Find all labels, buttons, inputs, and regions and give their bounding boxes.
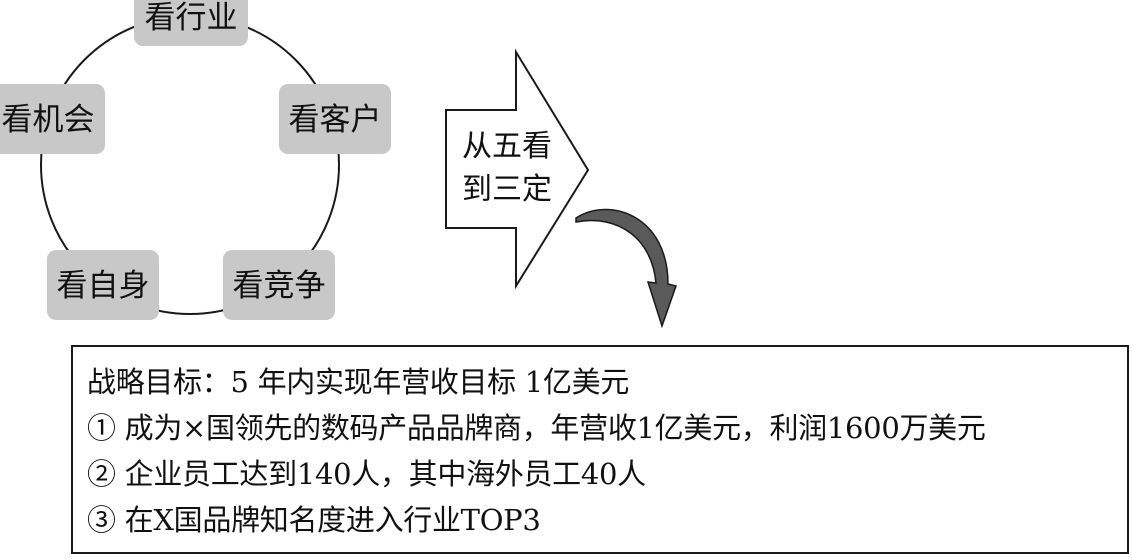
cycle-node-self-label: 看自身 [57,268,150,304]
strategic-goal-item-3: ③ 在X国品牌知名度进入行业TOP3 [87,503,541,537]
strategic-goal-title: 战略目标：5 年内实现年营收目标 1亿美元 [87,365,630,399]
curved-arrow-shape [575,208,677,329]
transition-arrow-shape [445,48,590,290]
cycle-node-customer-label: 看客户 [289,102,382,138]
cycle-node-industry-label: 看行业 [145,0,238,36]
cycle-node-self-box [47,250,159,320]
transition-arrow-line2: 到三定 [462,172,552,207]
cycle-node-competition-label: 看竞争 [233,268,326,304]
cycle-node-opportunity-label: 看机会 [2,102,95,138]
cycle-node-industry: 看行业 [134,0,248,46]
cycle-node-self: 看自身 [47,250,159,320]
strategic-goal-box: 战略目标：5 年内实现年营收目标 1亿美元 ① 成为×国领先的数码产品品牌商，年… [71,345,1129,554]
cycle-node-competition-box [223,250,335,320]
strategic-goal-item-1: ① 成为×国领先的数码产品品牌商，年营收1亿美元，利润1600万美元 [87,411,986,445]
strategic-goal-item-2: ② 企业员工达到140人，其中海外员工40人 [87,457,646,491]
cycle-node-industry-box [134,0,248,46]
transition-arrow: 从五看 到三定 [445,48,590,290]
transition-arrow-line1: 从五看 [462,129,552,164]
cycle-node-competition: 看竞争 [223,250,335,320]
cycle-node-opportunity: 看机会 [0,84,105,154]
cycle-node-opportunity-box [0,84,105,154]
diagram-graphics: 看行业 看客户 看竞争 看自身 看机会 从五看 到三定 [0,0,677,329]
cycle-node-customer: 看客户 [279,84,391,154]
cycle-node-customer-box [279,84,391,154]
curved-arrow [575,208,677,329]
